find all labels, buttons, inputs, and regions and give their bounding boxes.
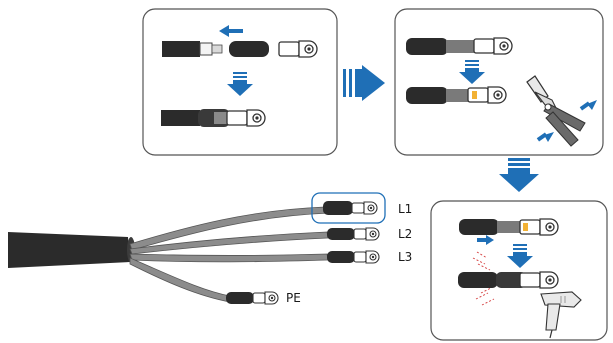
- conductor-pe: [129, 257, 279, 305]
- step-strip-panel: [142, 8, 338, 156]
- l3-label: L3: [398, 250, 412, 264]
- cable-with-tube: [459, 218, 559, 236]
- l2-label: L2: [398, 227, 412, 241]
- step-heat-shrink-panel: [430, 200, 608, 341]
- conductor-l1: [129, 201, 378, 251]
- arrow-icon: [544, 132, 554, 142]
- crimping-tool-icon: [526, 75, 586, 147]
- arrow-left-icon: [219, 25, 243, 37]
- terminal-lug-icon: [278, 40, 318, 58]
- assembled-cable: [161, 109, 266, 127]
- arrow-down-icon: [499, 158, 539, 192]
- step-crimp-panel: [394, 8, 604, 156]
- cable-jacket: [8, 232, 130, 268]
- l1-highlight: [311, 192, 386, 224]
- stripped-cable: [162, 41, 223, 57]
- conductor-l2: [129, 227, 380, 255]
- heat-shrink-tube: [229, 41, 269, 57]
- conductor-l3: [129, 250, 380, 264]
- crimped-cable: [406, 86, 507, 104]
- cable-before-crimp: [406, 37, 513, 55]
- pe-label: PE: [286, 291, 301, 305]
- l1-label: L1: [398, 202, 412, 216]
- cable-after-shrink: [458, 271, 559, 289]
- heat-waves-icon: [472, 251, 495, 306]
- heat-gun-icon: [540, 291, 582, 339]
- main-cable-breakout: L1 L2 L3 PE: [8, 192, 412, 305]
- arrow-right-icon: [477, 235, 494, 245]
- arrow-right-icon: [343, 65, 385, 101]
- arrow-icon: [587, 100, 597, 110]
